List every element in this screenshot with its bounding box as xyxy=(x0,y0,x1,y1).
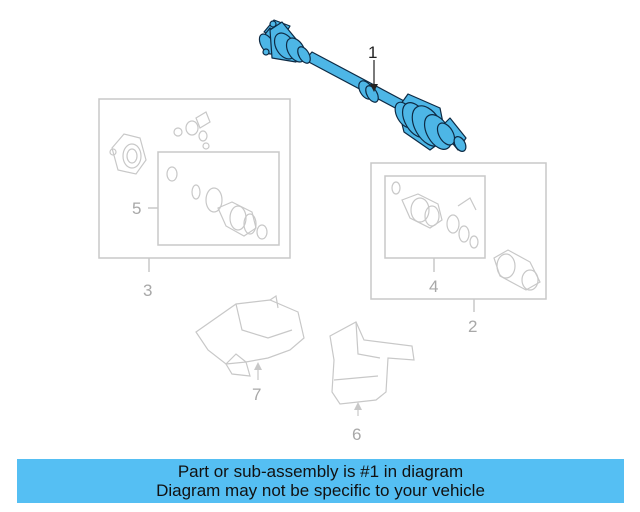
part-5-box xyxy=(157,151,280,246)
part-7-heat-shield xyxy=(195,294,305,380)
banner-line-1: Part or sub-assembly is #1 in diagram xyxy=(177,462,464,481)
part-3-box xyxy=(98,98,291,259)
callout-6-arrow xyxy=(354,402,362,410)
outer-cv-stub xyxy=(436,117,467,152)
tripod-joint xyxy=(173,111,211,150)
part-4-kit xyxy=(391,181,479,249)
part-6-bracket xyxy=(329,321,415,416)
hub-housing xyxy=(109,133,147,175)
callout-4-label: 4 xyxy=(429,277,438,296)
outer-cv-joint-ghost xyxy=(493,249,541,291)
part-3-group xyxy=(98,98,291,272)
axle-shaft-bar xyxy=(304,51,407,111)
part-4-box xyxy=(384,175,486,259)
callout-7-arrow xyxy=(254,362,262,370)
callout-3-label: 3 xyxy=(143,281,152,300)
banner-line-2: Diagram may not be specific to your vehi… xyxy=(156,481,485,500)
callout-7-label: 7 xyxy=(252,385,261,404)
axle-shaft-assembly[interactable] xyxy=(256,19,468,154)
callout-1-label: 1 xyxy=(368,43,377,62)
part-2-box xyxy=(370,162,547,300)
inner-cv-joint xyxy=(258,19,311,64)
part-2-group xyxy=(370,162,547,312)
callout-2-label: 2 xyxy=(468,317,477,336)
callout-6-label: 6 xyxy=(352,425,361,444)
info-banner: Part or sub-assembly is #1 in diagram Di… xyxy=(17,459,624,503)
part-5-kit xyxy=(166,166,268,240)
callout-1-arrow xyxy=(370,84,378,92)
callout-5-label: 5 xyxy=(132,199,141,218)
